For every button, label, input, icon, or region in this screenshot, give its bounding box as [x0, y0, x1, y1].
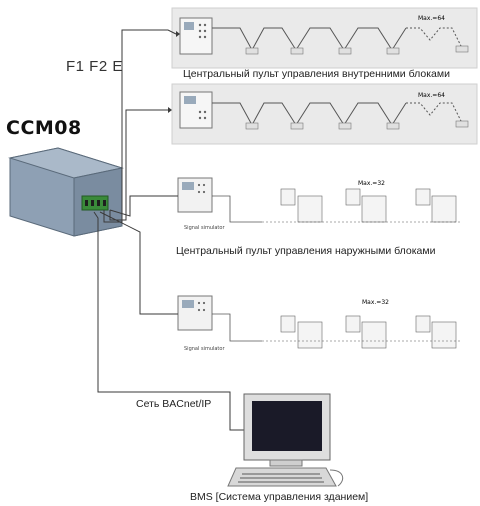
indoor-panel-1	[171, 7, 478, 69]
central-controller-1	[179, 17, 213, 55]
indoor-panel-2	[171, 83, 478, 145]
outdoor-unit-set	[262, 188, 460, 223]
outdoor-group-caption: Центральный пульт управления наружными б…	[176, 245, 436, 257]
indoor-wiring-row-1	[212, 27, 463, 52]
main-wiring	[93, 29, 244, 431]
ccm08-device	[8, 147, 124, 237]
indoor-units-row-1	[245, 45, 469, 55]
outdoor-group-1: Signal simulator Max.=32	[177, 177, 460, 231]
indoor-group-caption: Центральный пульт управления внутренними…	[183, 68, 450, 80]
signal-tag-2: Signal simulator	[184, 346, 225, 352]
bms-caption: BMS [Система управления зданием]	[190, 491, 369, 503]
indoor-units-row-2	[245, 120, 469, 130]
bus-terminals-label: F1 F2 E	[66, 58, 123, 75]
max-label-3: Max.=32	[358, 180, 385, 187]
indoor-wiring-row-2	[212, 102, 463, 127]
max-label-1: Max.=64	[418, 15, 445, 22]
signal-tag-1: Signal simulator	[184, 225, 225, 231]
device-model-label: CCM08	[6, 117, 82, 139]
arrow-icon	[168, 31, 180, 113]
computer-icon	[227, 393, 344, 487]
outdoor-group-2: Signal simulator Max.=32	[177, 295, 460, 352]
max-label-4: Max.=32	[362, 299, 389, 306]
network-label: Сеть BACnet/IP	[136, 398, 212, 410]
max-label-2: Max.=64	[418, 92, 445, 99]
central-controller-2	[179, 91, 213, 129]
